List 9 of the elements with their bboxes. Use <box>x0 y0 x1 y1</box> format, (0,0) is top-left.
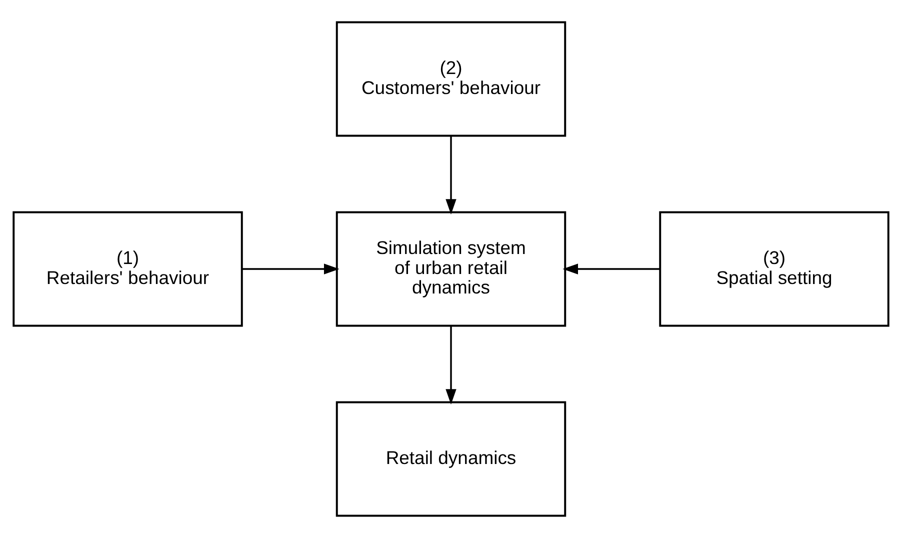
arrow <box>446 326 456 404</box>
arrow <box>242 263 340 274</box>
arrow <box>562 263 660 274</box>
node-box: (2) Customers' behaviour <box>336 20 566 136</box>
node-box: Simulation system of urban retail dynamics <box>336 210 566 326</box>
node-box: (1) Retailers' behaviour <box>12 210 243 326</box>
node-box: Retail dynamics <box>336 400 566 516</box>
node-box: (3) Spatial setting <box>659 210 890 326</box>
arrow <box>446 136 456 214</box>
